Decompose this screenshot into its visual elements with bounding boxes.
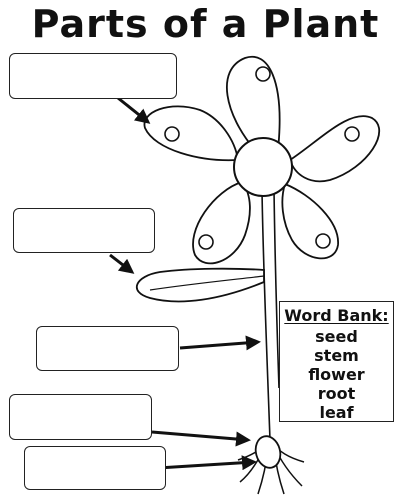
arrow-to-root [151, 430, 251, 447]
seed [254, 435, 282, 469]
petal-left [143, 105, 240, 162]
petal-dot [255, 66, 271, 82]
arrow-to-stem [179, 335, 261, 351]
petal-lower-right [281, 182, 339, 260]
petal-dot [315, 233, 331, 249]
word-bank: Word Bank: seed stem flower root leaf [279, 301, 394, 422]
flower-center [233, 137, 293, 197]
label-box-4[interactable] [9, 394, 152, 440]
petal-dot [344, 126, 360, 142]
word-bank-item: stem [314, 346, 359, 365]
arrow-to-flower [117, 96, 151, 124]
label-box-5[interactable] [24, 446, 166, 490]
label-box-1[interactable] [9, 53, 177, 99]
page-title: Parts of a Plant [31, 2, 380, 46]
word-bank-item: flower [308, 365, 365, 384]
label-box-2[interactable] [13, 208, 155, 253]
petal-right [288, 115, 381, 183]
word-bank-heading: Word Bank: [284, 306, 389, 325]
leaf [135, 267, 265, 303]
petal-top [225, 55, 281, 151]
label-box-3[interactable] [36, 326, 179, 371]
stem [261, 189, 271, 441]
word-bank-list: seed stem flower root leaf [280, 327, 393, 422]
word-bank-item: seed [315, 327, 358, 346]
petal-lower-left [192, 180, 251, 265]
arrow-to-seed [157, 455, 257, 471]
word-bank-item: root [317, 384, 356, 403]
petal-dot [164, 126, 180, 142]
petal-dot [198, 234, 214, 250]
word-bank-item: leaf [319, 403, 354, 422]
leaf-vein [149, 275, 265, 291]
stem-edge [273, 189, 280, 389]
arrow-to-leaf [109, 253, 135, 274]
